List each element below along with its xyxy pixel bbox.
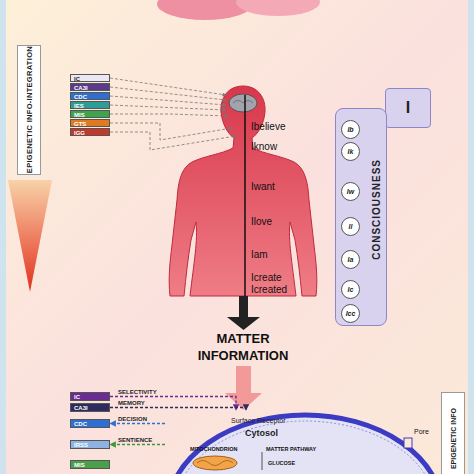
down-arrow-head xyxy=(227,317,260,330)
node-text: I xyxy=(406,99,410,117)
node-text: CDC xyxy=(71,93,109,101)
node-text: EPIGENETIC INFO xyxy=(450,408,457,469)
node-text: MIS xyxy=(71,461,109,470)
text-label: Icreated xyxy=(251,284,287,295)
consciousness-circle: Iw xyxy=(341,182,360,201)
integration-arrow xyxy=(8,180,52,292)
consciousness-circle: Il xyxy=(341,217,360,236)
info-chip: CDC xyxy=(70,92,110,100)
top-blob xyxy=(236,0,320,16)
info-chip: IGG xyxy=(70,128,110,136)
node-text: IRSS xyxy=(71,441,109,450)
mitochondrion-symbol xyxy=(193,456,237,470)
brain-fold xyxy=(233,101,253,104)
node-text: Icc xyxy=(346,310,356,317)
node-text: CA3I xyxy=(71,404,109,413)
text-label: Pore xyxy=(414,428,429,435)
consciousness-circle: Ic xyxy=(341,280,360,299)
node-text: MIS xyxy=(71,111,109,119)
info-chip: GTS xyxy=(70,119,110,127)
text-label: Iam xyxy=(251,249,268,260)
node-text: Ic xyxy=(348,286,354,293)
node-text: Cytosol xyxy=(245,428,278,438)
connector-arrow xyxy=(110,408,246,411)
info-chip: CA3I xyxy=(70,83,110,91)
vertical-box: EPIGENETIC INFO xyxy=(441,392,465,474)
info-chip: IRSS xyxy=(70,440,110,449)
node-text: Ik xyxy=(348,148,354,155)
axis-line xyxy=(244,95,246,298)
pink-arrow-head xyxy=(225,393,262,410)
consciousness-panel: CONSCIOUSNESS IbIkIwIlIaIcIcc xyxy=(335,108,387,326)
node-text: CDC xyxy=(71,420,109,429)
node-text: EPIGENETIC INFO-INTEGRATION xyxy=(25,46,34,173)
edge-label: MEMORY xyxy=(118,400,145,406)
info-chip: CA3I xyxy=(70,403,110,412)
info-line xyxy=(110,87,226,100)
down-arrow xyxy=(239,296,248,318)
text-label: Ilove xyxy=(251,216,272,227)
node-text: IC xyxy=(71,75,109,83)
connector-arrow xyxy=(110,397,236,411)
info-chip: IC xyxy=(70,392,110,401)
info-chip: MIS xyxy=(70,460,110,469)
text-label: Icreate xyxy=(251,272,282,283)
info-chip: IES xyxy=(70,101,110,109)
vertical-box: EPIGENETIC INFO-INTEGRATION xyxy=(17,45,41,175)
info-line xyxy=(110,96,226,105)
self-box: I xyxy=(385,88,431,128)
node-text: Ia xyxy=(348,256,354,263)
node-text: IGG xyxy=(71,129,109,137)
info-line xyxy=(110,78,226,95)
pore-symbol xyxy=(404,438,412,448)
node-text: CA3I xyxy=(71,84,109,92)
text-label: Iwant xyxy=(251,181,275,192)
text-label: MATTER xyxy=(183,331,303,346)
info-line xyxy=(110,105,226,110)
cell-outline xyxy=(165,410,445,474)
frame-strip xyxy=(468,0,474,474)
consciousness-circle: Icc xyxy=(341,304,360,323)
info-chip: IC xyxy=(70,74,110,82)
node-text: Il xyxy=(349,223,353,230)
mitochondrion-fold xyxy=(197,461,233,466)
text-label: INFORMATION xyxy=(183,348,303,363)
node-text: GTS xyxy=(71,120,109,128)
pink-arrow xyxy=(236,366,251,394)
consciousness-circle: Ib xyxy=(341,120,360,139)
frame-strip xyxy=(0,0,6,474)
brain-symbol xyxy=(229,94,257,112)
edge-label: SENTIENCE xyxy=(118,437,152,443)
cell-membrane-inner xyxy=(174,421,436,474)
text-label: Iknow xyxy=(251,141,277,152)
info-line xyxy=(110,132,236,150)
cell-membrane-shape xyxy=(168,415,442,474)
info-line xyxy=(110,123,232,140)
info-line xyxy=(110,114,228,116)
node-text: Ib xyxy=(347,126,353,133)
human-silhouette xyxy=(169,86,317,296)
node-text: IC xyxy=(71,393,109,402)
edge-label: SELECTIVITY xyxy=(118,389,157,395)
node-text: CONSCIOUSNESS xyxy=(371,159,382,260)
node-text: Iw xyxy=(347,188,354,195)
cell-membrane: Surface ReceptorCytosol xyxy=(165,410,445,474)
consciousness-circle: Ik xyxy=(341,142,360,161)
connector-arrow xyxy=(110,423,165,424)
info-chip: MIS xyxy=(70,110,110,118)
node-text: IES xyxy=(71,102,109,110)
node-text: Surface Receptor xyxy=(231,417,285,424)
pathway-line xyxy=(262,452,263,470)
consciousness-circle: Ia xyxy=(341,250,360,269)
info-chip: CDC xyxy=(70,419,110,428)
text-label: Ibelieve xyxy=(251,121,285,132)
connector-arrow xyxy=(110,444,165,445)
edge-label: DECISION xyxy=(118,416,147,422)
